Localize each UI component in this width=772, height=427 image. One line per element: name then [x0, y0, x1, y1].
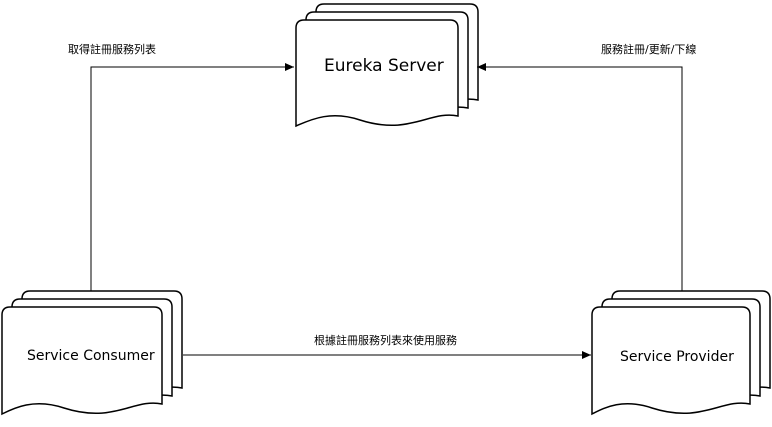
edge-label-consumer-to-server: 取得註冊服務列表	[68, 43, 156, 56]
edge-label-provider-to-server: 服務註冊/更新/下線	[601, 43, 697, 56]
edge-provider-to-server	[477, 63, 683, 291]
service-provider-node	[591, 290, 771, 416]
edge-consumer-to-server	[90, 63, 294, 291]
service-consumer-label: Service Consumer	[27, 348, 155, 364]
service-provider-front-page	[591, 306, 751, 416]
service-provider-label: Service Provider	[620, 349, 734, 365]
eureka-server-node	[295, 3, 479, 128]
edge-label-consumer-to-provider: 根據註冊服務列表來使用服務	[314, 334, 457, 347]
eureka-server-label: Eureka Server	[324, 56, 444, 76]
service-consumer-front-page	[1, 306, 163, 416]
eureka-server-front-page	[295, 19, 459, 128]
service-consumer-node	[1, 290, 183, 416]
